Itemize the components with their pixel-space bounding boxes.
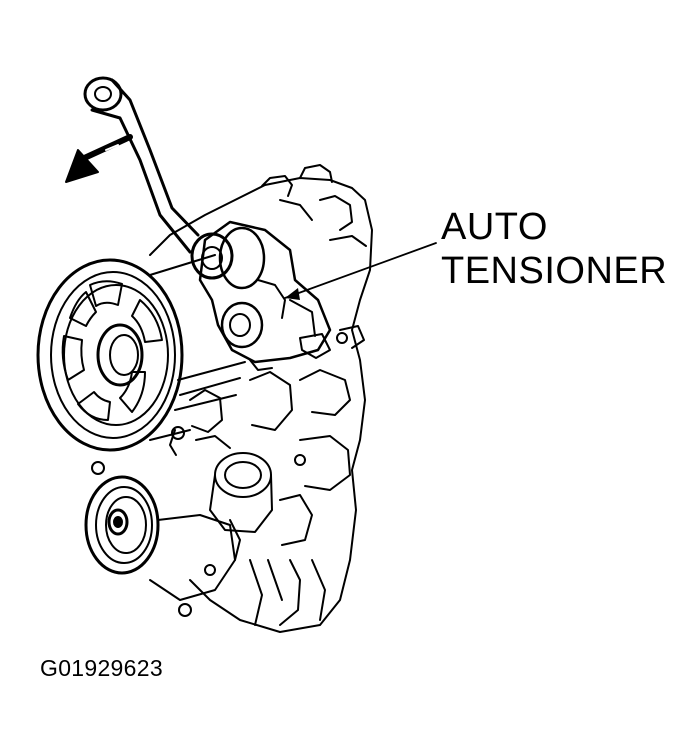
- crankshaft-pulley: [36, 254, 246, 452]
- wrench-tool-icon: [83, 76, 234, 280]
- bolts: [91, 332, 348, 617]
- figure-id: G01929623: [40, 655, 163, 681]
- direction-arrow-icon: [65, 134, 133, 183]
- callout-label-line2: TENSIONER: [441, 250, 668, 292]
- water-pump-pulley: [84, 475, 236, 601]
- callout-label-line1: AUTO: [441, 206, 548, 248]
- engine-block: [149, 164, 373, 633]
- auto-tensioner: [198, 220, 332, 371]
- callout-leader-line: [284, 242, 437, 299]
- oil-filter: [209, 452, 273, 533]
